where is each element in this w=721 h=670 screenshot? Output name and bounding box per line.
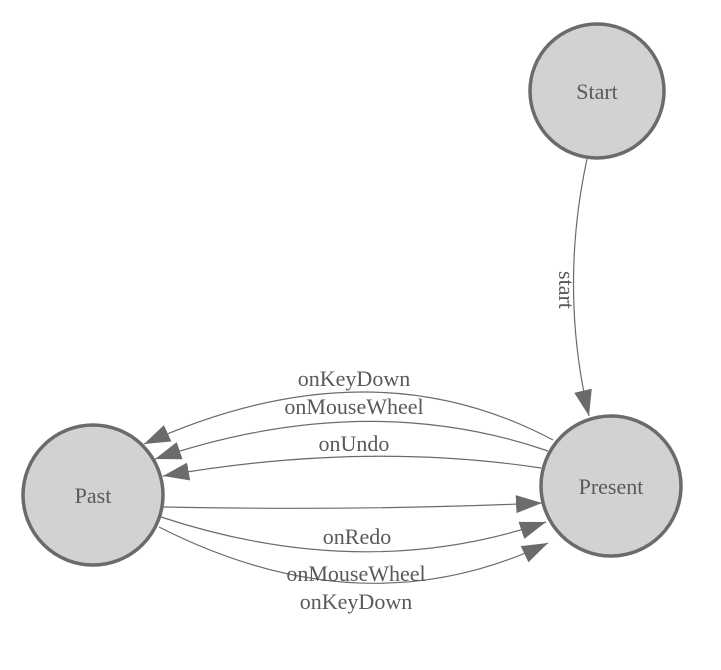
edge-present-to-past-onkeydown [143, 391, 554, 445]
edge-label-onredo: onRedo [323, 524, 391, 549]
edge-past-to-present-onmousewheel [160, 516, 547, 553]
node-present-label: Present [579, 474, 644, 499]
edge-label-onmousewheel-bottom: onMouseWheel [286, 561, 425, 586]
edge-label-onkeydown-top: onKeyDown [298, 366, 410, 391]
edge-present-to-past-onmousewheel [154, 420, 549, 460]
edge-past-to-present-onredo [162, 495, 543, 514]
edge-label-onkeydown-bottom: onKeyDown [300, 589, 412, 614]
edge-label-onmousewheel-top: onMouseWheel [284, 394, 423, 419]
node-start [528, 22, 666, 160]
edge-start-to-present [572, 158, 592, 417]
edge-label-start: start [554, 271, 579, 309]
node-past-label: Past [75, 483, 112, 508]
node-start-label: Start [576, 79, 618, 104]
node-present [539, 414, 683, 558]
node-present-circle [539, 414, 683, 558]
edge-label-onundo: onUndo [319, 431, 390, 456]
node-past [21, 423, 165, 567]
node-start-circle [528, 22, 666, 160]
edge-past-to-present-onkeydown [158, 526, 549, 584]
node-past-circle [21, 423, 165, 567]
edge-present-to-past-onundo [162, 455, 542, 481]
